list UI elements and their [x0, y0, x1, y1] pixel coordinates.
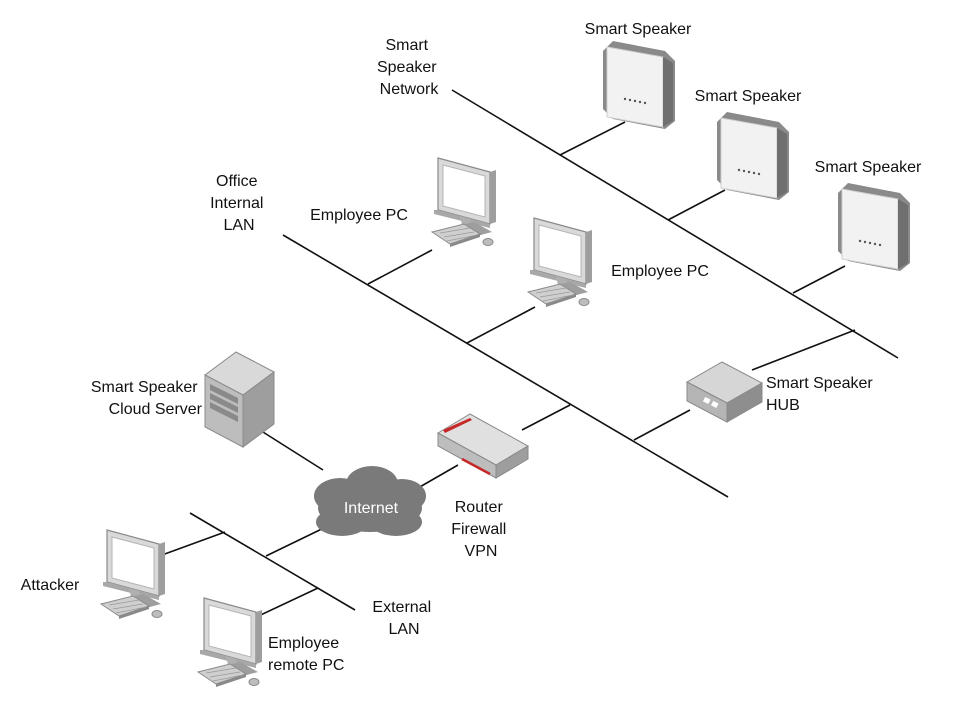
attacker-label: Attacker [21, 577, 80, 594]
employee-pc-label: Employee PC [611, 263, 709, 280]
desktop-pc-icon [197, 597, 263, 688]
internet-label: Internet [344, 500, 399, 517]
cloud-server-label: Smart Speaker Cloud Server [91, 379, 203, 418]
smart-speaker-icon [716, 111, 790, 201]
network-label-office-lan: Office Internal LAN [210, 173, 268, 234]
smart-speaker-icon [602, 40, 676, 130]
smart-speaker-label: Smart Speaker [815, 159, 922, 176]
tower-server-icon [204, 351, 275, 448]
router-icon [436, 413, 530, 479]
internet-links [254, 404, 571, 489]
network-label-external-lan: External LAN [372, 599, 435, 638]
desktop-pc-icon [431, 157, 497, 248]
employee-pc-label: Employee PC [310, 207, 408, 224]
smart-speaker-icon [837, 182, 911, 272]
desktop-pc-icon [527, 217, 593, 308]
hub-label: Smart Speaker HUB [766, 375, 877, 414]
desktop-pc-icon [100, 529, 166, 620]
smart-speaker-network-bus [451, 89, 899, 359]
external-lan-bus [161, 512, 356, 621]
router-label: Router Firewall VPN [451, 499, 511, 560]
cloud-icon: Internet [314, 466, 426, 536]
remote-pc-label: Employee remote PC [268, 635, 344, 674]
smart-speaker-label: Smart Speaker [695, 88, 802, 105]
network-label-smart-speaker: Smart Speaker Network [377, 37, 441, 98]
hub-icon [685, 361, 764, 423]
smart-speaker-label: Smart Speaker [585, 21, 692, 38]
office-internal-lan-bus [282, 234, 856, 498]
